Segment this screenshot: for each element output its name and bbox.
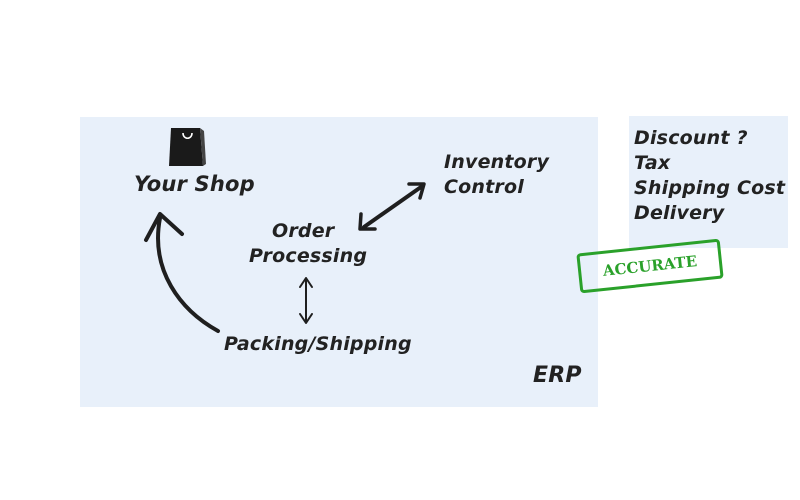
- side-note-panel: [629, 116, 788, 248]
- side-note-item-discount: Discount ?: [634, 127, 748, 149]
- side-note-item-shipping-cost: Shipping Cost: [634, 177, 786, 199]
- erp-label: ERP: [533, 363, 582, 388]
- erp-panel: [80, 117, 598, 407]
- node-order-processing-line2: Processing: [249, 245, 368, 267]
- side-note-item-delivery: Delivery: [634, 202, 725, 224]
- node-packing-shipping: Packing/Shipping: [224, 333, 412, 355]
- node-order-processing-line1: Order: [272, 220, 335, 242]
- arrow-head-shop: [144, 212, 184, 242]
- shopping-bag-icon: [169, 128, 206, 166]
- arrow-packing-to-shop: [156, 216, 220, 333]
- side-note-item-tax: Tax: [634, 152, 671, 174]
- node-inventory-control-line2: Control: [444, 176, 524, 198]
- arrow-order-inventory: [362, 185, 423, 229]
- node-inventory-control-line1: Inventory: [444, 151, 550, 173]
- node-your-shop: Your Shop: [134, 172, 255, 196]
